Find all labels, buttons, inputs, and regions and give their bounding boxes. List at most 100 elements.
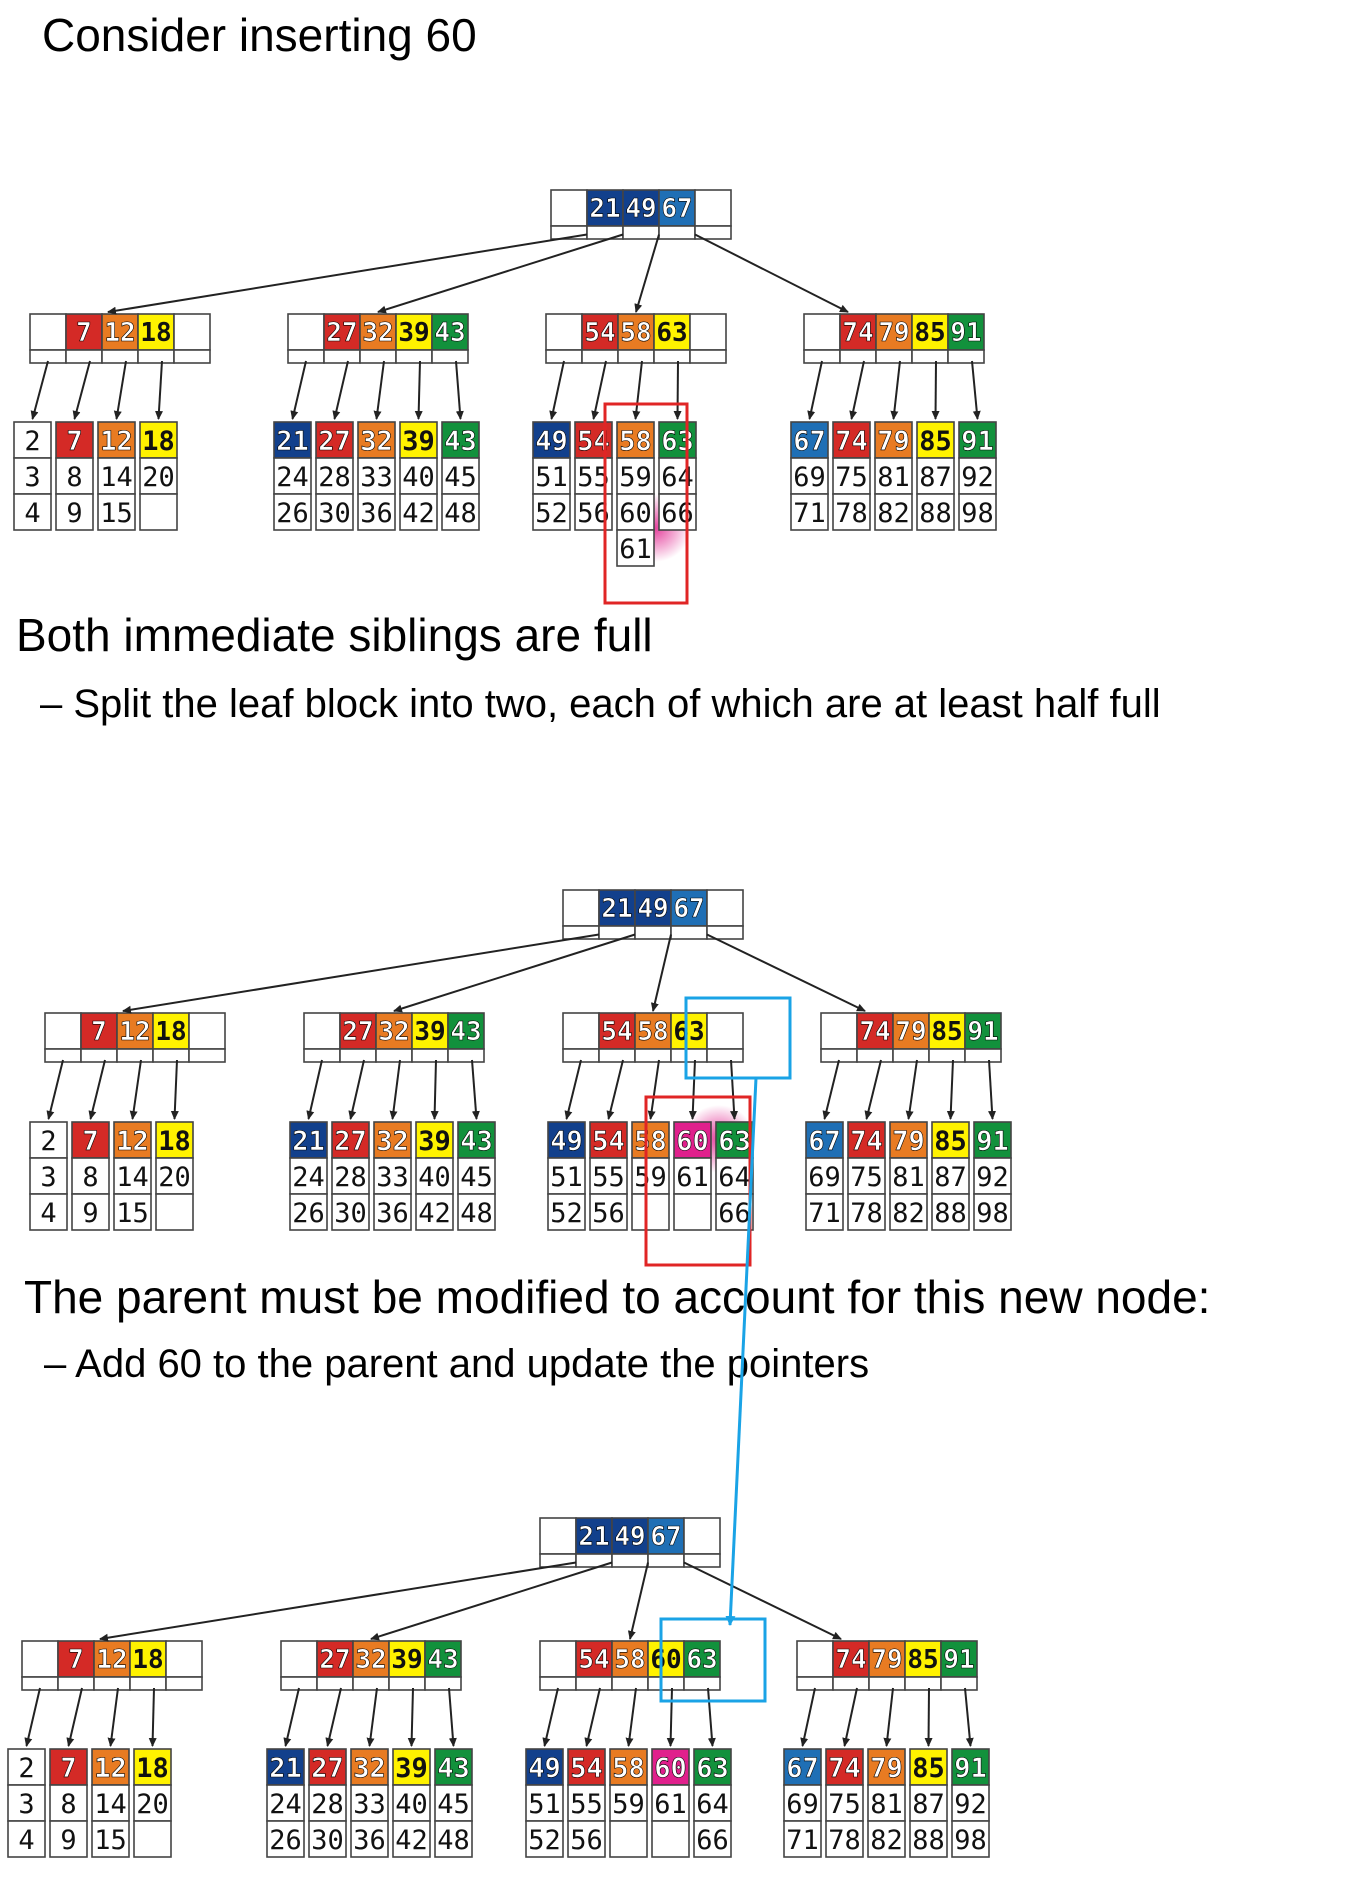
pointer-cell — [152, 1048, 190, 1063]
leaf-cell-54 — [589, 1121, 628, 1159]
leaf-value-64: 64 — [661, 462, 694, 493]
bullet-add-to-parent: – Add 60 to the parent and update the po… — [44, 1342, 870, 1386]
pointer-cell — [653, 349, 691, 364]
leaf-cell-18 — [139, 421, 178, 459]
key-cell-49 — [634, 889, 672, 927]
leaf-value-63: 63 — [718, 1126, 751, 1157]
pointer-cell — [947, 349, 985, 364]
pointer-cell — [316, 1676, 354, 1691]
empty-key-cell — [562, 1012, 600, 1050]
leaf-value-54: 54 — [570, 1753, 603, 1784]
pointer-cell — [395, 349, 433, 364]
leaf-cell-69 — [790, 457, 829, 495]
leaf-value-82: 82 — [870, 1825, 903, 1856]
leaf-value-15: 15 — [100, 498, 133, 529]
pointer-cell — [706, 925, 744, 940]
key-label-63: 63 — [673, 1017, 704, 1047]
leaf-cell-91 — [951, 1748, 990, 1786]
leaf-value-18: 18 — [136, 1753, 169, 1784]
leaf-value-28: 28 — [334, 1162, 367, 1193]
pointer-cell — [165, 1676, 203, 1691]
key-label-21: 21 — [578, 1522, 609, 1552]
key-label-63: 63 — [656, 318, 687, 348]
leaf-pointer-arrow — [564, 1059, 582, 1120]
leaf-pointer-arrow — [864, 1059, 882, 1120]
leaf-value-55: 55 — [570, 1789, 603, 1820]
key-cell-12 — [101, 313, 139, 351]
key-cell-54 — [598, 1012, 636, 1050]
leaf-cell-85 — [931, 1121, 970, 1159]
leaf-value-32: 32 — [353, 1753, 386, 1784]
leaf-value-33: 33 — [360, 462, 393, 493]
leaf-pointer-arrow — [471, 1059, 480, 1120]
leaf-value-7: 7 — [82, 1126, 98, 1157]
key-label-43: 43 — [427, 1645, 458, 1675]
leaf-cell-45 — [434, 1784, 473, 1822]
leaf-cell-2 — [7, 1748, 46, 1786]
empty-leaf-cell — [631, 1193, 670, 1231]
leaf-value-81: 81 — [892, 1162, 925, 1193]
leaf-cell-82 — [867, 1820, 906, 1858]
leaf-value-61: 61 — [676, 1162, 709, 1193]
leaf-value-74: 74 — [850, 1126, 883, 1157]
leaf-value-67: 67 — [808, 1126, 841, 1157]
key-cell-18 — [152, 1012, 190, 1050]
leaf-cell-74 — [825, 1748, 864, 1786]
leaf-value-15: 15 — [116, 1198, 149, 1229]
leaf-value-51: 51 — [535, 462, 568, 493]
leaf-pointer-arrow — [988, 1059, 997, 1120]
leaf-value-85: 85 — [934, 1126, 967, 1157]
leaf-cell-45 — [441, 457, 480, 495]
leaf-cell-71 — [805, 1193, 844, 1231]
leaf-cell-26 — [266, 1820, 305, 1858]
empty-key-cell — [21, 1640, 59, 1678]
leaf-value-87: 87 — [934, 1162, 967, 1193]
leaf-value-8: 8 — [60, 1789, 76, 1820]
leaf-pointer-arrow — [625, 1687, 637, 1747]
leaf-cell-52 — [525, 1820, 564, 1858]
leaf-cell-49 — [525, 1748, 564, 1786]
empty-key-cell — [694, 189, 732, 227]
leaf-value-51: 51 — [528, 1789, 561, 1820]
root-pointer-arrow — [627, 1562, 649, 1640]
pointer-cell — [65, 349, 103, 364]
leaf-cell-20 — [155, 1157, 194, 1195]
leaf-cell-21 — [289, 1121, 328, 1159]
leaf-value-21: 21 — [292, 1126, 325, 1157]
leaf-cell-40 — [399, 457, 438, 495]
leaf-value-79: 79 — [870, 1753, 903, 1784]
root-pointer-arrow — [393, 933, 636, 1013]
key-cell-54 — [581, 313, 619, 351]
leaf-cell-60 — [651, 1748, 690, 1786]
leaf-value-92: 92 — [961, 462, 994, 493]
leaf-cell-42 — [399, 493, 438, 531]
leaf-pointer-arrow — [807, 360, 823, 420]
leaf-value-91: 91 — [976, 1126, 1009, 1157]
leaf-value-67: 67 — [793, 426, 826, 457]
leaf-cell-91 — [973, 1121, 1012, 1159]
key-label-67: 67 — [650, 1522, 681, 1552]
leaf-cell-42 — [392, 1820, 431, 1858]
key-label-43: 43 — [434, 318, 465, 348]
leaf-value-75: 75 — [850, 1162, 883, 1193]
leaf-pointer-arrow — [890, 360, 901, 420]
leaf-pointer-arrow — [72, 360, 91, 420]
pointer-cell — [622, 225, 660, 240]
leaf-pointer-arrow — [24, 1687, 41, 1747]
key-label-60: 60 — [650, 1645, 681, 1675]
leaf-value-15: 15 — [94, 1825, 127, 1856]
key-cell-43 — [431, 313, 469, 351]
leaf-value-91: 91 — [961, 426, 994, 457]
pointer-cell — [839, 349, 877, 364]
